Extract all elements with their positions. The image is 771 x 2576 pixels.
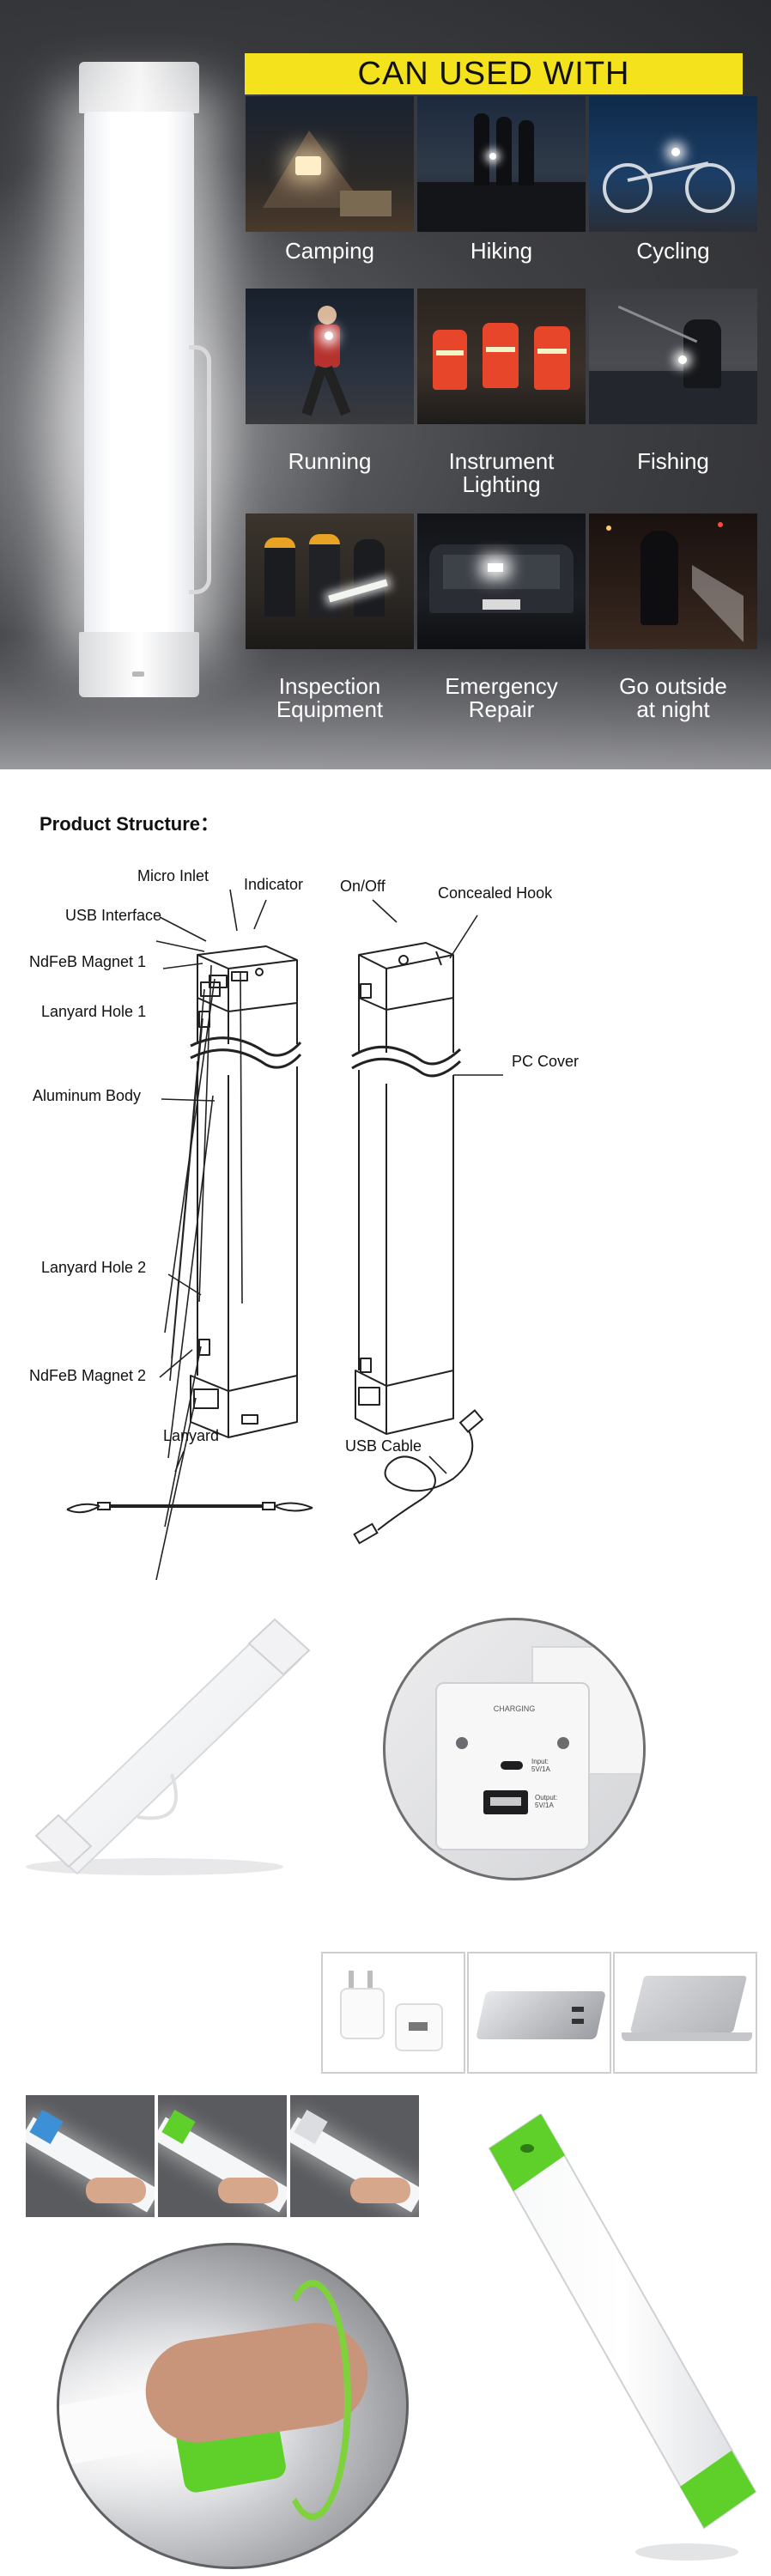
scene-label-fishing: Fishing — [637, 448, 709, 474]
scene-instrument-lighting-photo — [417, 289, 586, 424]
label-ndfeb-magnet-2: NdFeB Magnet 2 — [29, 1367, 147, 1384]
scene-hiking-photo — [417, 96, 586, 232]
scene-label-go-outside: Go outside at night — [619, 673, 727, 722]
lamp-rear-view — [351, 942, 462, 1435]
scene-label-inspection: Inspection Equipment — [276, 673, 384, 722]
scene-label-instrument-lighting: Instrument Lighting — [448, 448, 555, 497]
scene-cycling-photo — [589, 96, 757, 232]
charging-label: CHARGING — [493, 1704, 536, 1713]
scene-night-walk-photo — [589, 513, 757, 649]
label-ndfeb-magnet-1: NdFeB Magnet 1 — [29, 953, 147, 970]
label-lanyard-hole-2: Lanyard Hole 2 — [41, 1259, 147, 1276]
accessories-drawing — [66, 1409, 484, 1545]
leader-lines — [155, 964, 243, 1581]
scene-label-emergency-repair: Emergency Repair — [445, 673, 558, 722]
scene-label-camping: Camping — [284, 238, 375, 264]
usb-a-port — [483, 1790, 528, 1814]
lamp-strap — [189, 345, 211, 594]
label-concealed-hook: Concealed Hook — [438, 884, 553, 902]
product-structure-section: Product Structure： — [0, 769, 771, 1594]
white-lamp-thumb — [290, 2095, 419, 2217]
label-on-off: On/Off — [340, 878, 386, 895]
wall-adapter-photo — [321, 1952, 465, 2074]
lamp-top-cap — [79, 62, 199, 113]
label-usb-cable: USB Cable — [345, 1437, 422, 1455]
scene-label-hiking: Hiking — [470, 238, 533, 264]
hand-closeup-photo — [57, 2243, 409, 2569]
scene-camping-photo — [246, 96, 414, 232]
lit-lamp-image — [79, 62, 211, 697]
port-closeup-photo: CHARGING Input: 5V/1A Output: 5V/1A — [383, 1618, 646, 1880]
label-aluminum-body: Aluminum Body — [33, 1087, 142, 1104]
scene-label-cycling: Cycling — [636, 238, 710, 264]
output-label: Output: 5V/1A — [535, 1794, 558, 1809]
micro-usb-port — [501, 1761, 523, 1770]
lanyard-drawing — [66, 1450, 313, 1514]
structure-diagram — [155, 942, 462, 1581]
green-lamp-thumb — [158, 2095, 287, 2217]
structure-title: Product Structure： — [39, 813, 220, 835]
laptop-photo — [613, 1952, 757, 2074]
label-micro-inlet: Micro Inlet — [137, 867, 209, 884]
scene-running-photo — [246, 289, 414, 424]
power-bank-photo — [467, 1952, 611, 2074]
usage-banner: CAN USED WITH Camping Hiking Cycling — [0, 0, 771, 769]
banner-title: CAN USED WITH — [245, 53, 743, 94]
label-lanyard-hole-1: Lanyard Hole 1 — [41, 1003, 147, 1020]
scene-label-running: Running — [288, 448, 372, 474]
label-leaders — [155, 889, 503, 1378]
scene-emergency-repair-photo — [417, 513, 586, 649]
product-photos-section: CHARGING Input: 5V/1A Output: 5V/1A — [0, 1594, 771, 2576]
label-pc-cover: PC Cover — [512, 1053, 580, 1070]
green-lamp-photo — [488, 2114, 757, 2561]
angled-lamp-photo — [26, 1618, 311, 1875]
usb-cable-drawing — [353, 1409, 484, 1545]
scene-fishing-photo — [589, 289, 757, 424]
label-usb-interface: USB Interface — [65, 907, 162, 924]
lamp-tube — [84, 112, 194, 635]
label-indicator: Indicator — [244, 876, 304, 893]
label-lanyard: Lanyard — [163, 1427, 220, 1444]
scene-inspection-photo — [246, 513, 414, 649]
port-panel: CHARGING Input: 5V/1A Output: 5V/1A — [435, 1682, 590, 1850]
input-label: Input: 5V/1A — [531, 1758, 550, 1773]
lamp-bottom-cap — [79, 632, 199, 697]
blue-lamp-thumb — [26, 2095, 155, 2217]
